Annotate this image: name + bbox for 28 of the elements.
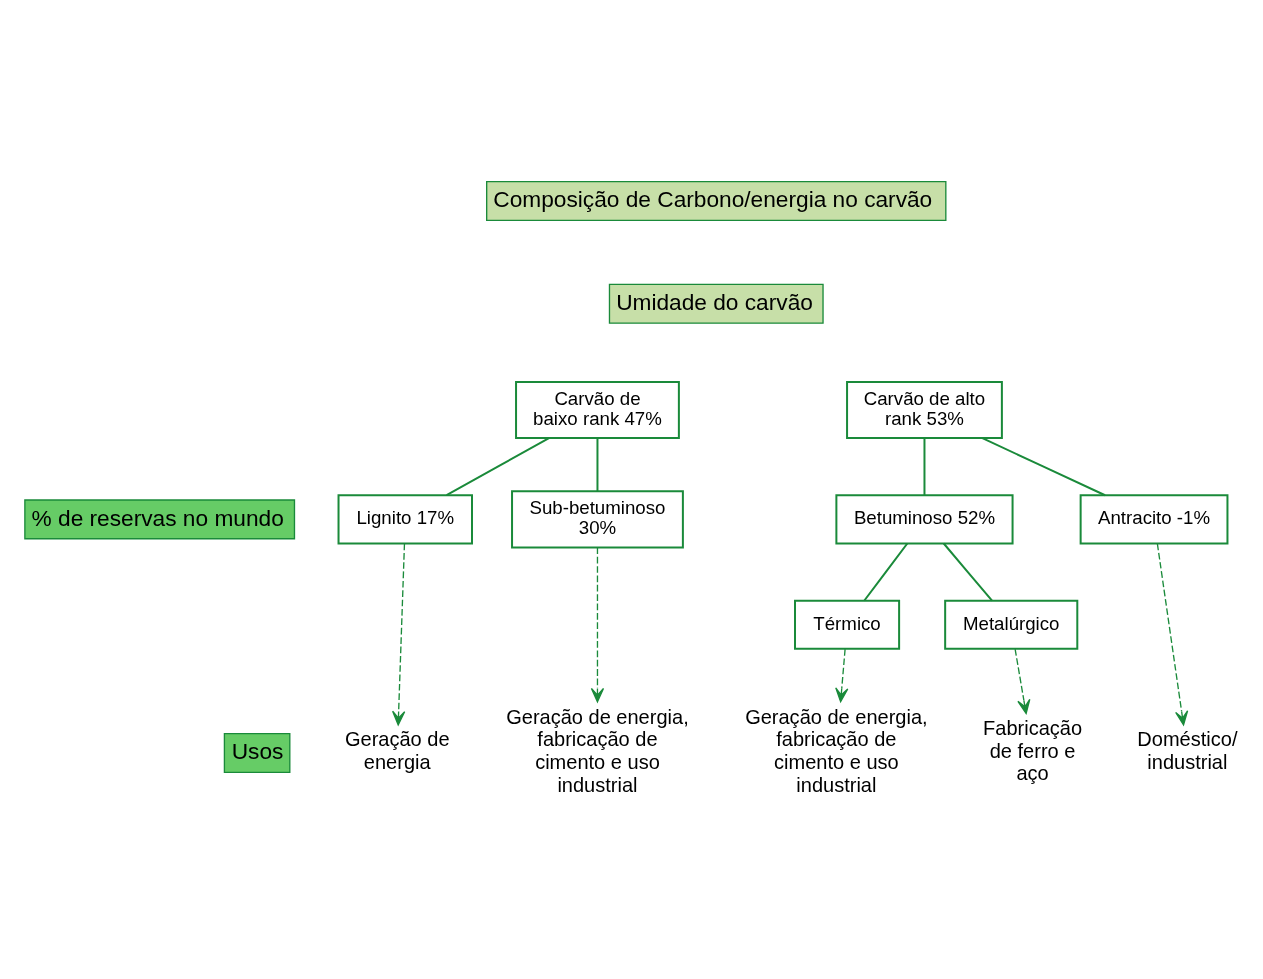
node-box: Sub-betuminoso 30% <box>511 489 684 548</box>
arrow <box>1014 648 1031 714</box>
node-text: Geração de energia <box>344 727 450 773</box>
connector <box>923 436 926 496</box>
connector <box>863 542 909 602</box>
label: Umidade do carvão <box>616 288 813 315</box>
node-box: Térmico <box>794 599 901 650</box>
node-box: Carvão de baixo rank 47% <box>515 380 680 439</box>
node-box: Lignito 17% <box>337 493 473 544</box>
node-text: Fabricação de ferro e aço <box>983 716 1083 784</box>
arrow <box>835 648 849 702</box>
arrow <box>590 546 605 702</box>
connector <box>981 436 1107 496</box>
arrow <box>1156 542 1189 725</box>
connector <box>596 436 599 492</box>
label: Composição de Carbono/energia no carvão <box>493 185 933 212</box>
node-text: Geração de energia, fabricação de cimento e uso industrial <box>506 705 689 796</box>
node-box: Carvão de alto rank 53% <box>846 380 1003 439</box>
connector <box>942 542 993 602</box>
label: Usos <box>231 737 284 764</box>
node-box: Metalúrgico <box>944 599 1079 650</box>
arrow <box>392 542 406 725</box>
label: % de reservas no mundo <box>31 504 284 530</box>
connector <box>445 436 550 496</box>
node-box: Betuminoso 52% <box>835 493 1014 544</box>
node-box: Antracito -1% <box>1079 493 1229 544</box>
node-text: Doméstico/ industrial <box>1137 727 1238 773</box>
node-text: Geração de energia, fabricação de cimento e uso industrial <box>745 705 928 796</box>
